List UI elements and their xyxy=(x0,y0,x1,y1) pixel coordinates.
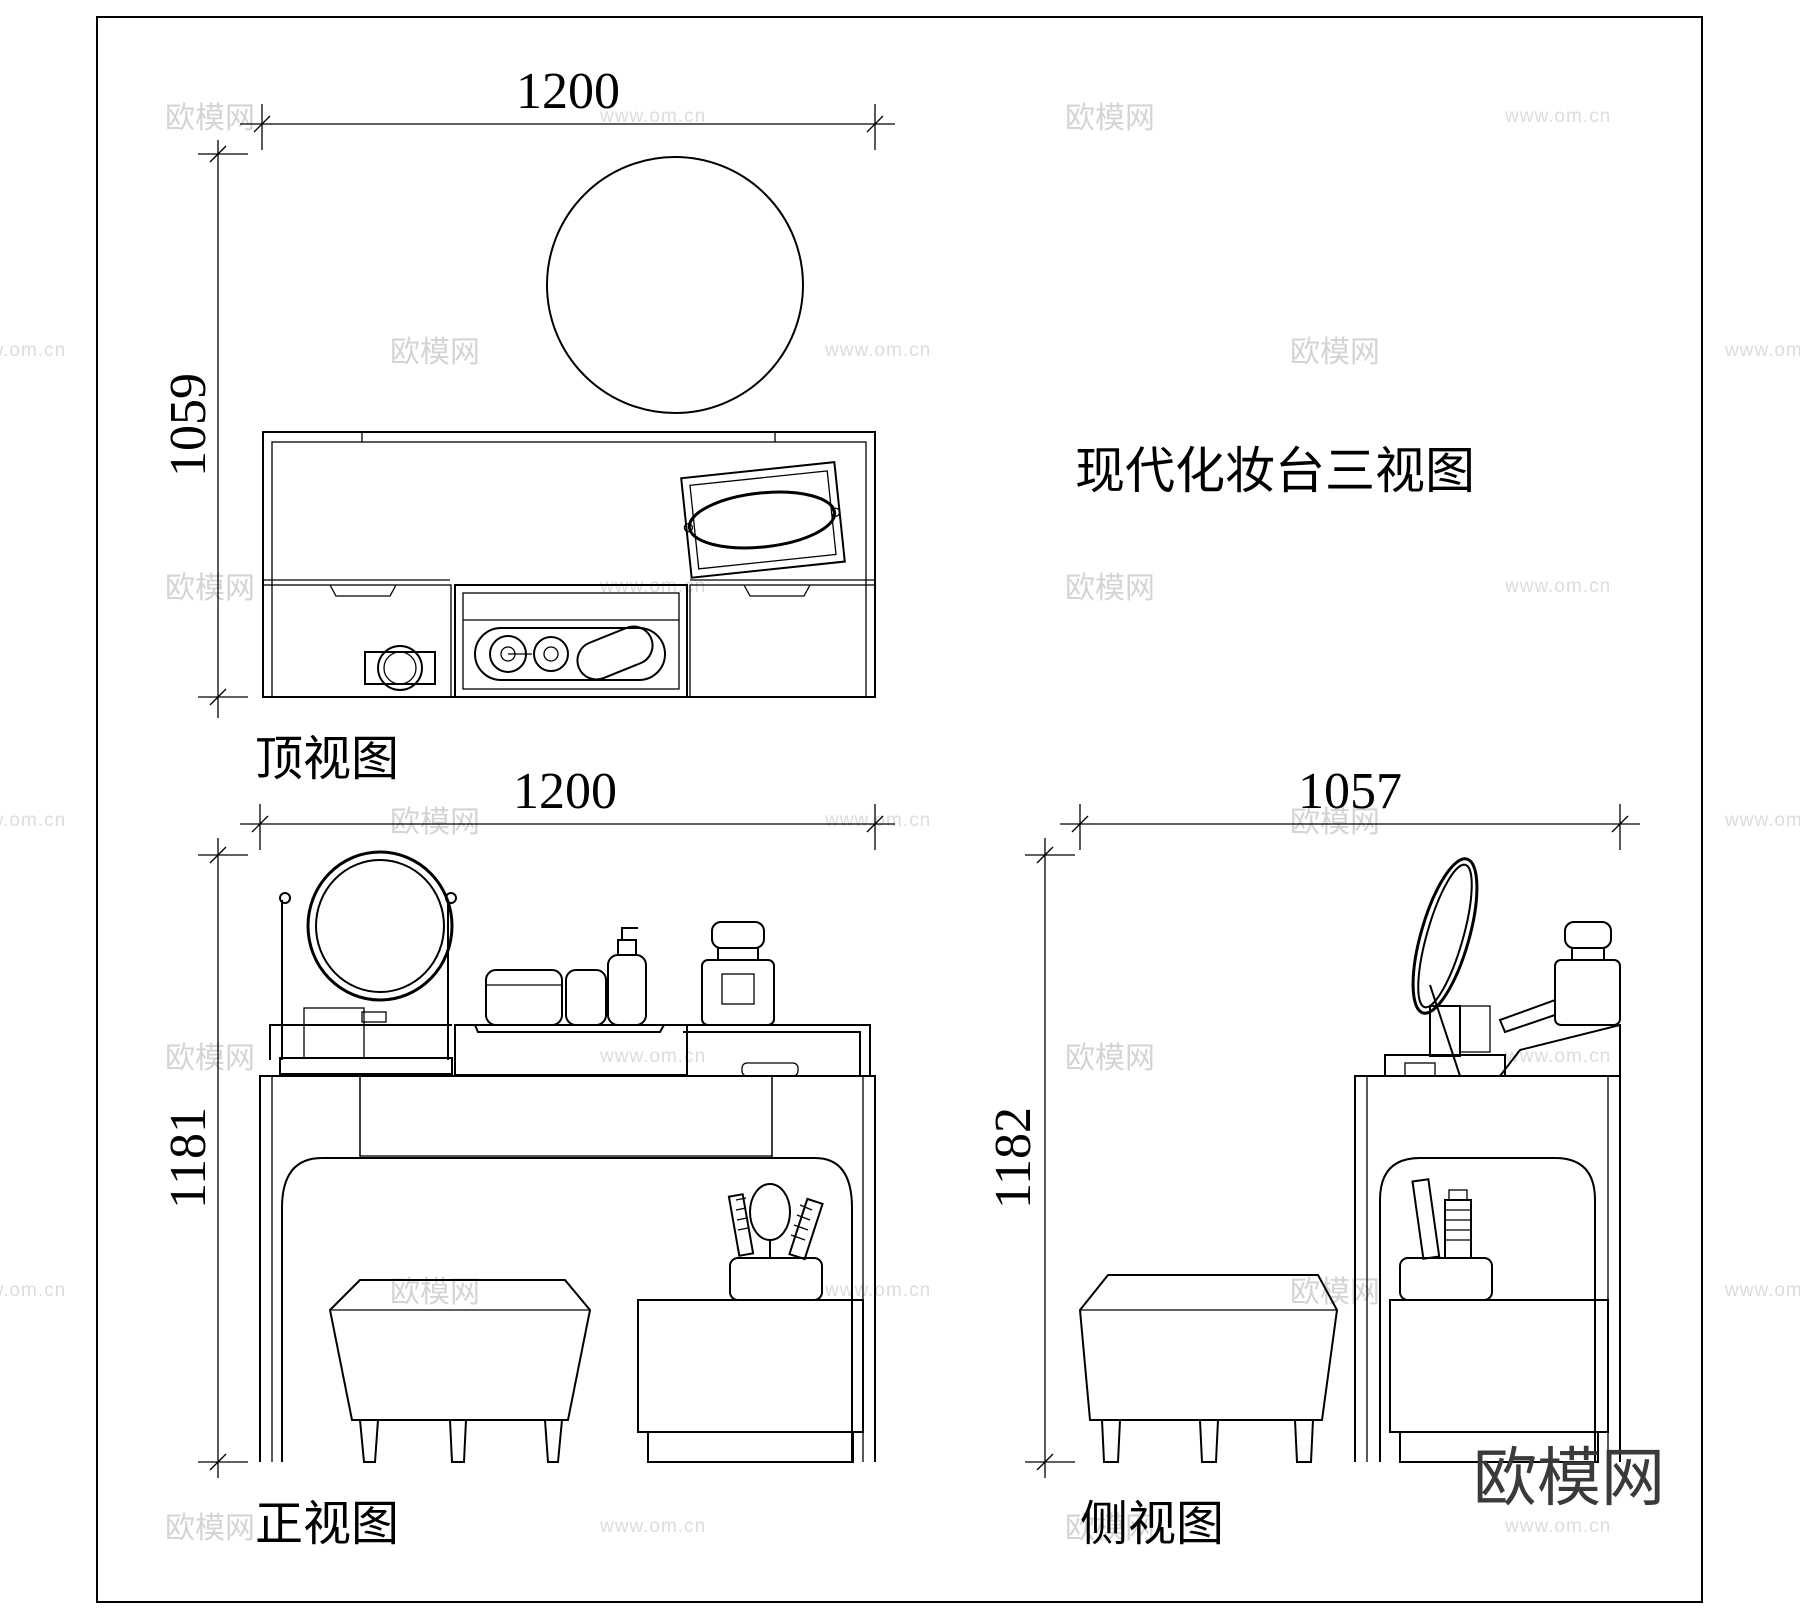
watermark-brand: 欧模网 xyxy=(390,805,480,840)
watermark-brand: 欧模网 xyxy=(1290,335,1380,370)
front-width-dimension: 1200 xyxy=(240,763,895,850)
side-view-label: 侧视图 xyxy=(1080,1496,1224,1552)
drawing-frame xyxy=(96,16,1703,1603)
side-table-body xyxy=(1354,1023,1621,1463)
front-width-value: 1200 xyxy=(513,763,617,820)
drawing-title: 现代化妆台三视图 xyxy=(1075,442,1475,500)
top-left-drawer xyxy=(262,584,452,698)
side-mirror xyxy=(1411,857,1491,1077)
watermark-brand: 欧模网 xyxy=(165,1041,255,1076)
watermark-layer: 欧模网 欧模网 www.om.cn www.om.cn 欧模网 欧模网 www.… xyxy=(0,101,1800,1546)
side-view: 1057 1182 xyxy=(985,763,1640,1552)
watermark-brand: 欧模网 xyxy=(1290,805,1380,840)
top-tray xyxy=(680,461,846,579)
watermark-url: www.om.cn xyxy=(0,1280,66,1301)
top-width-dimension: 1200 xyxy=(240,63,895,150)
top-table-outline xyxy=(262,431,876,698)
watermark-brand: 欧模网 xyxy=(165,1511,255,1546)
watermark-url: www.om.cn xyxy=(824,340,931,361)
side-width-value: 1057 xyxy=(1298,763,1402,820)
side-width-dimension: 1057 xyxy=(1060,763,1640,850)
watermark-url: www.om.cn xyxy=(599,106,706,127)
watermark-url: www.om.cn xyxy=(1724,340,1800,361)
watermark-brand: 欧模网 xyxy=(165,571,255,606)
watermark-url: www.om.cn xyxy=(824,810,931,831)
watermark-brand: 欧模网 xyxy=(165,101,255,136)
watermark-url: www.om.cn xyxy=(0,810,66,831)
front-stool xyxy=(328,1279,592,1463)
side-stool xyxy=(1078,1274,1339,1463)
front-mirror xyxy=(279,850,457,1075)
watermark-url: www.om.cn xyxy=(599,1046,706,1067)
watermark-brand: 欧模网 xyxy=(1065,1041,1155,1076)
watermark-url: www.om.cn xyxy=(1504,576,1611,597)
side-perfume xyxy=(1498,921,1621,1034)
top-depth-dimension: 1059 xyxy=(160,140,248,718)
front-side-cabinet xyxy=(637,1183,864,1463)
front-height-dimension: 1181 xyxy=(160,838,248,1478)
side-height-value: 1182 xyxy=(985,1107,1042,1209)
watermark-url: www.om.cn xyxy=(599,576,706,597)
top-mirror-circle xyxy=(546,156,804,414)
front-table-body xyxy=(259,1024,876,1462)
watermark-url: www.om.cn xyxy=(1724,810,1800,831)
watermark-url: www.om.cn xyxy=(824,1280,931,1301)
watermark-brand: 欧模网 xyxy=(390,335,480,370)
watermark-url: www.om.cn xyxy=(0,340,66,361)
watermark-url: www.om.cn xyxy=(1504,1516,1611,1537)
front-cosmetics xyxy=(474,921,775,1033)
top-right-drawer xyxy=(689,584,876,698)
top-width-value: 1200 xyxy=(516,63,620,120)
watermark-brand: 欧模网 xyxy=(1065,571,1155,606)
watermark-url: www.om.cn xyxy=(599,1516,706,1537)
top-middle-compartment xyxy=(454,584,688,698)
top-view: 1200 1059 xyxy=(160,63,895,787)
top-view-label: 顶视图 xyxy=(255,731,399,787)
watermark-url: www.om.cn xyxy=(1504,1046,1611,1067)
watermark-brand: 欧模网 xyxy=(1065,1511,1155,1546)
front-view: 1200 1181 xyxy=(160,763,895,1552)
watermark-brand: 欧模网 xyxy=(1065,101,1155,136)
top-depth-value: 1059 xyxy=(160,373,217,477)
side-height-dimension: 1182 xyxy=(985,838,1075,1478)
front-height-value: 1181 xyxy=(160,1107,217,1209)
front-view-label: 正视图 xyxy=(255,1496,399,1552)
watermark-url: www.om.cn xyxy=(1724,1280,1800,1301)
watermark-brand: 欧模网 xyxy=(1290,1275,1380,1310)
watermark-brand-large: 欧模网 xyxy=(1473,1442,1665,1516)
watermark-url: www.om.cn xyxy=(1504,106,1611,127)
